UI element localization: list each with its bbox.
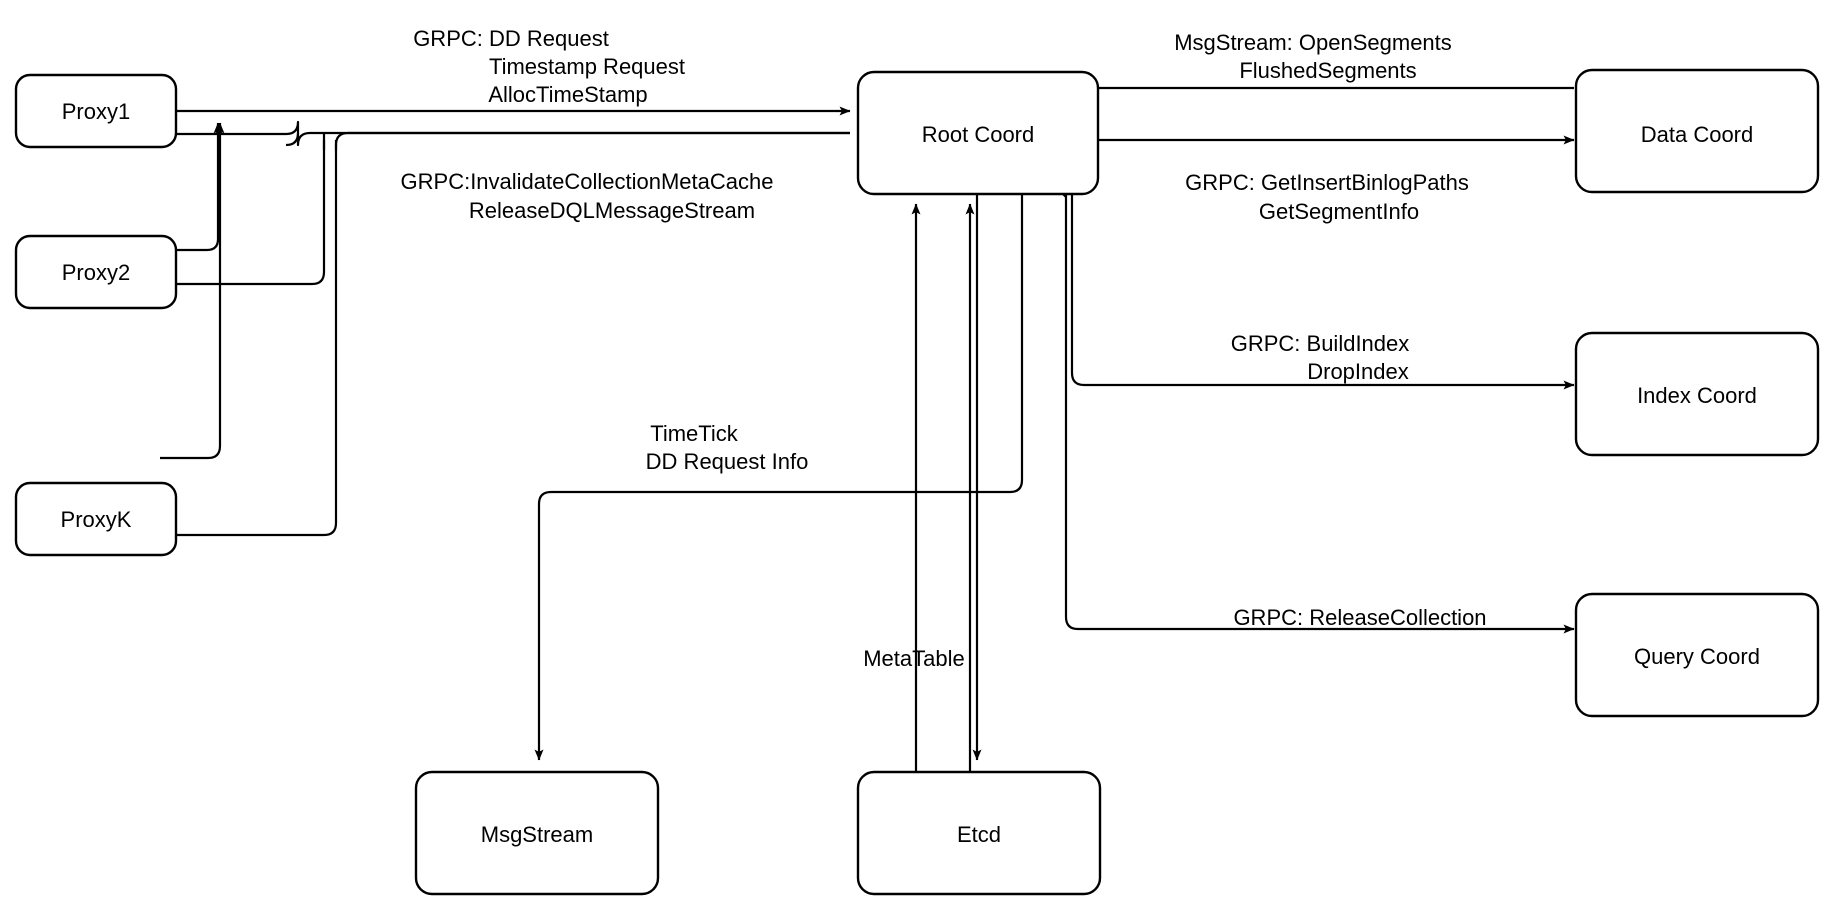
node-proxy2[interactable]: Proxy2 xyxy=(14,234,178,310)
node-msgstream[interactable]: MsgStream xyxy=(414,770,660,896)
node-proxyk[interactable]: ProxyK xyxy=(14,481,178,557)
node-proxy2-label: Proxy2 xyxy=(62,260,130,285)
edge-label-datacoord-to-root-line1: MsgStream: OpenSegments xyxy=(1174,30,1452,55)
edge-label-root-to-msgstream-line1: TimeTick xyxy=(650,421,739,446)
node-rootcoord-label: Root Coord xyxy=(922,122,1035,147)
edge-label-root-to-querycoord-line1: GRPC: ReleaseCollection xyxy=(1233,605,1486,630)
node-proxyk-label: ProxyK xyxy=(61,507,132,532)
node-querycoord-shape xyxy=(1574,592,1820,718)
edge-label-root-to-querycoord: GRPC: ReleaseCollection xyxy=(1233,605,1486,630)
node-etcd[interactable]: Etcd xyxy=(856,770,1102,896)
node-indexcoord-label: Index Coord xyxy=(1637,383,1757,408)
node-proxy2-shape xyxy=(14,234,178,310)
node-indexcoord-shape xyxy=(1574,331,1820,457)
edge-label-root-to-proxy-line1: GRPC:InvalidateCollectionMetaCache xyxy=(401,169,774,194)
node-datacoord-shape xyxy=(1574,68,1820,194)
edge-label-root-to-etcd: MetaTable xyxy=(863,646,965,671)
node-msgstream-label: MsgStream xyxy=(481,822,593,847)
edge-label-root-to-indexcoord-line2: DropIndex xyxy=(1307,359,1409,384)
edge-label-proxy-to-root: GRPC: DD Request Timestamp Request Alloc… xyxy=(413,26,685,107)
edge-label-root-to-indexcoord: GRPC: BuildIndex DropIndex xyxy=(1231,331,1410,384)
edge-label-datacoord-to-root: MsgStream: OpenSegments FlushedSegments xyxy=(1174,30,1452,83)
edge-proxy2-to-rootcoord xyxy=(160,122,223,252)
node-rootcoord[interactable]: Root Coord xyxy=(856,70,1100,196)
edge-rootcoord-proxy-bus-3 xyxy=(285,132,300,147)
edge-label-root-to-indexcoord-line1: GRPC: BuildIndex xyxy=(1231,331,1410,356)
edge-label-datacoord-to-root-line2: FlushedSegments xyxy=(1239,58,1416,83)
node-datacoord[interactable]: Data Coord xyxy=(1574,68,1820,194)
edge-proxyk-to-rootcoord xyxy=(160,122,225,460)
node-msgstream-shape xyxy=(414,770,660,896)
edge-rootcoord-to-proxyk xyxy=(151,140,338,540)
node-rootcoord-shape xyxy=(856,70,1100,196)
edge-label-root-to-datacoord-line1: GRPC: GetInsertBinlogPaths xyxy=(1185,170,1469,195)
node-proxy1-label: Proxy1 xyxy=(62,99,130,124)
node-proxy1-shape xyxy=(14,73,178,149)
edge-label-root-to-msgstream: TimeTick DD Request Info xyxy=(646,421,809,474)
edge-rootcoord-to-querycoord xyxy=(1064,195,1575,634)
node-etcd-shape xyxy=(856,770,1102,896)
node-etcd-label: Etcd xyxy=(957,822,1001,847)
node-querycoord-label: Query Coord xyxy=(1634,644,1760,669)
edge-rootcoord-proxy-bus xyxy=(334,131,850,150)
edge-label-root-to-datacoord: GRPC: GetInsertBinlogPaths GetSegmentInf… xyxy=(1185,170,1469,224)
edge-label-root-to-proxy: GRPC:InvalidateCollectionMetaCache Relea… xyxy=(401,169,774,223)
edge-rootcoord-to-proxy2 xyxy=(151,140,326,289)
edge-label-proxy-to-root-line3: AllocTimeStamp xyxy=(488,82,647,107)
node-indexcoord[interactable]: Index Coord xyxy=(1574,331,1820,457)
edge-rootcoord-to-msgstream xyxy=(534,195,1024,761)
node-proxyk-shape xyxy=(14,481,178,557)
edge-label-proxy-to-root-line2: Timestamp Request xyxy=(489,54,685,79)
node-datacoord-label: Data Coord xyxy=(1641,122,1754,147)
node-querycoord[interactable]: Query Coord xyxy=(1574,592,1820,718)
edge-label-root-to-etcd-line1: MetaTable xyxy=(863,646,965,671)
edge-label-root-to-datacoord-line2: GetSegmentInfo xyxy=(1259,199,1419,224)
edge-label-root-to-proxy-line2: ReleaseDQLMessageStream xyxy=(469,198,755,223)
edge-rootcoord-to-indexcoord xyxy=(1070,195,1575,390)
node-proxy1[interactable]: Proxy1 xyxy=(14,73,178,149)
edge-label-root-to-msgstream-line2: DD Request Info xyxy=(646,449,809,474)
edge-label-proxy-to-root-line1: GRPC: DD Request xyxy=(413,26,609,51)
